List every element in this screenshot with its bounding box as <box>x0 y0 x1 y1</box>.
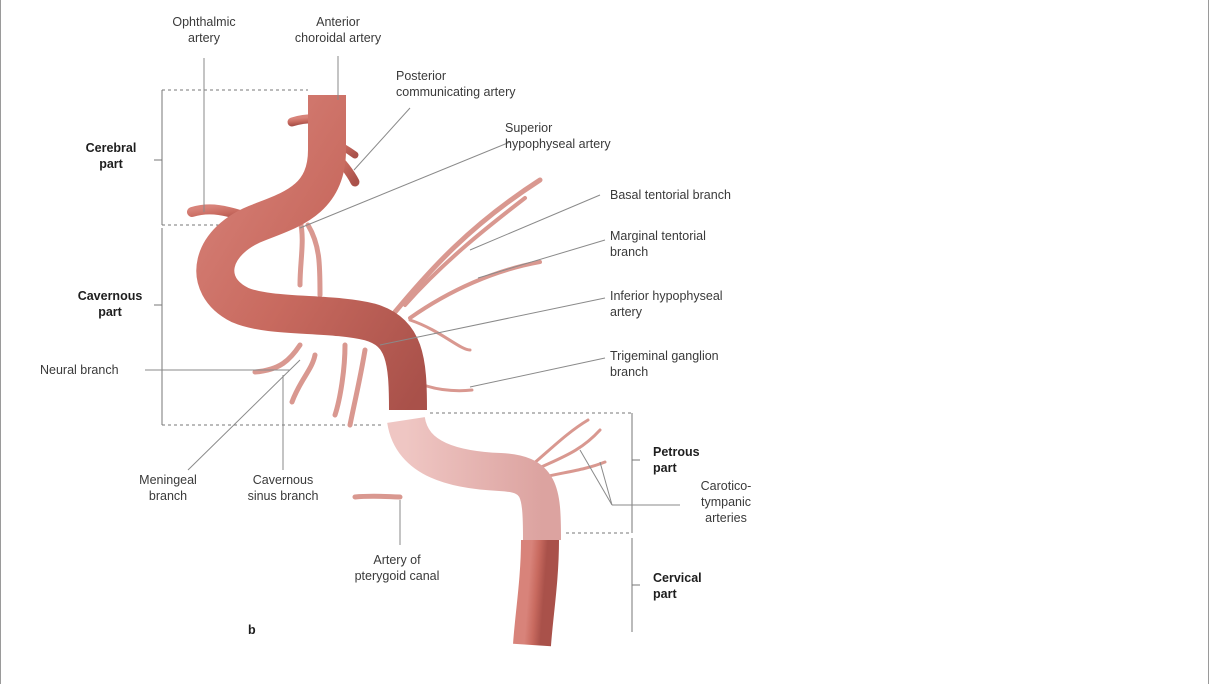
label-line: Ophthalmic <box>152 14 256 30</box>
label-superior-hypophyseal-artery: Superior hypophyseal artery <box>505 120 611 152</box>
label-inferior-hypophyseal-artery: Inferior hypophyseal artery <box>610 288 723 320</box>
cerebral-brace <box>154 90 162 225</box>
label-line: arteries <box>684 510 768 526</box>
figure-letter: b <box>248 622 256 638</box>
leader-marginal-tentorial <box>478 240 605 278</box>
label-line: Basal tentorial branch <box>610 187 731 203</box>
label-line: choroidal artery <box>286 30 390 46</box>
leader-caroticotympanic-2 <box>580 450 612 505</box>
label-meningeal-branch: Meningeal branch <box>120 472 216 504</box>
label-ophthalmic-artery: Ophthalmic artery <box>152 14 256 46</box>
label-line: Artery of <box>335 552 459 568</box>
label-trigeminal-ganglion-branch: Trigeminal ganglion branch <box>610 348 719 380</box>
label-line: Cavernous <box>70 288 150 304</box>
label-neural-branch: Neural branch <box>40 362 119 378</box>
label-line: branch <box>120 488 216 504</box>
label-line: tympanic <box>684 494 768 510</box>
label-line: Marginal tentorial <box>610 228 706 244</box>
petrous-brace <box>632 413 640 533</box>
petrous-segment <box>406 420 542 540</box>
label-line: Meningeal <box>120 472 216 488</box>
neural-branch-vessel <box>255 345 300 372</box>
cervical-brace <box>632 538 640 632</box>
label-cavernous-sinus-branch: Cavernous sinus branch <box>235 472 331 504</box>
label-line: hypophyseal artery <box>505 136 611 152</box>
label-line: branch <box>610 244 706 260</box>
leader-posterior-communicating <box>354 108 410 170</box>
cavernous-sinus-branch-vessel <box>292 355 315 402</box>
label-line: Anterior <box>286 14 390 30</box>
pterygoid-canal-artery-vessel <box>355 496 400 497</box>
label-line: part <box>78 156 144 172</box>
label-marginal-tentorial-branch: Marginal tentorial branch <box>610 228 706 260</box>
label-anterior-choroidal-artery: Anterior choroidal artery <box>286 14 390 46</box>
label-line: artery <box>610 304 723 320</box>
label-line: sinus branch <box>235 488 331 504</box>
label-line: Neural branch <box>40 362 119 378</box>
label-line: part <box>653 460 700 476</box>
label-cervical-part: Cervical part <box>653 570 702 602</box>
label-line: Trigeminal ganglion <box>610 348 719 364</box>
label-cavernous-part: Cavernous part <box>70 288 150 320</box>
meningeal-branch-vessel <box>350 350 365 425</box>
cavernous-brace <box>154 228 162 425</box>
label-artery-of-pterygoid-canal: Artery of pterygoid canal <box>335 552 459 584</box>
label-line: artery <box>152 30 256 46</box>
label-line: Carotico- <box>684 478 768 494</box>
label-line: Superior <box>505 120 611 136</box>
label-line: Cavernous <box>235 472 331 488</box>
leader-caroticotympanic-1 <box>600 462 612 505</box>
label-line: pterygoid canal <box>335 568 459 584</box>
label-line: part <box>653 586 702 602</box>
label-basal-tentorial-branch: Basal tentorial branch <box>610 187 731 203</box>
label-line: part <box>70 304 150 320</box>
label-line: branch <box>610 364 719 380</box>
label-cerebral-part: Cerebral part <box>78 140 144 172</box>
label-line: Petrous <box>653 444 700 460</box>
label-petrous-part: Petrous part <box>653 444 700 476</box>
label-line: Posterior <box>396 68 516 84</box>
leader-basal-tentorial <box>470 195 600 250</box>
label-line: Inferior hypophyseal <box>610 288 723 304</box>
label-posterior-communicating-artery: Posterior communicating artery <box>396 68 516 100</box>
label-line: communicating artery <box>396 84 516 100</box>
leader-trigeminal-ganglion <box>470 358 605 387</box>
cervical-segment <box>532 540 540 645</box>
label-line: Cerebral <box>78 140 144 156</box>
label-line: Cervical <box>653 570 702 586</box>
label-caroticotympanic-arteries: Carotico- tympanic arteries <box>684 478 768 526</box>
